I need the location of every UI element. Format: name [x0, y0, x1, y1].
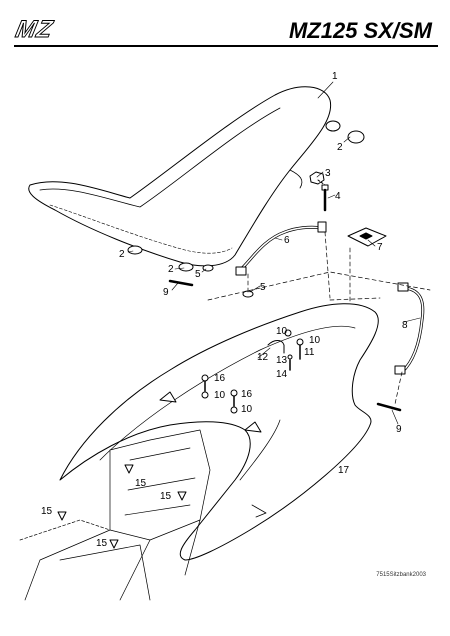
seat-bracket-part	[235, 221, 327, 276]
tail-section-part	[59, 303, 379, 561]
callout-15-c: 15	[41, 506, 53, 517]
callout-13: 13	[276, 355, 288, 366]
callout-10-d: 10	[241, 404, 253, 415]
callout-6: 6	[284, 235, 290, 246]
callout-9-left: 9	[163, 287, 169, 298]
callout-5-left: 5	[195, 269, 201, 280]
model-title: MZ125 SX/SM	[288, 18, 432, 43]
callout-2-left: 2	[119, 249, 125, 260]
callout-14: 14	[276, 369, 288, 380]
callout-12: 12	[257, 352, 269, 363]
assembly-lines	[207, 231, 431, 405]
grab-handle-part	[394, 282, 425, 375]
callout-17: 17	[338, 465, 350, 476]
callout-5-right: 5	[260, 282, 266, 293]
callout-9-right: 9	[396, 424, 402, 435]
callout-1: 1	[332, 71, 338, 82]
callout-15-b: 15	[160, 491, 172, 502]
drawing-code: 7515Sitzbank2003	[376, 572, 426, 578]
callout-15-d: 15	[96, 538, 108, 549]
small-hardware-parts	[57, 329, 304, 549]
callout-3: 3	[325, 168, 331, 179]
seat-bolt-parts	[309, 171, 329, 212]
callout-labels: 1 2 3 4 2 2 5 9 6 5 7 8 10 10 12 11 13 1…	[41, 71, 408, 549]
bolt-parts	[168, 279, 402, 412]
callout-11: 11	[304, 347, 315, 358]
header-rule	[14, 45, 438, 47]
subframe-outline	[19, 429, 211, 601]
seat-latch-part	[347, 227, 387, 247]
callout-16-b: 16	[241, 389, 253, 400]
callout-15-a: 15	[135, 478, 147, 489]
callout-10-a: 10	[276, 326, 288, 337]
callout-2-lower: 2	[168, 264, 174, 275]
seat-part	[28, 86, 332, 267]
rubber-bumper-parts	[127, 120, 365, 272]
callout-10-b: 10	[309, 335, 321, 346]
callout-8: 8	[402, 320, 408, 331]
callout-2-upper: 2	[337, 142, 343, 153]
callout-7: 7	[377, 242, 383, 253]
callout-leader-lines	[127, 81, 421, 425]
callout-10-c: 10	[214, 390, 226, 401]
callout-4: 4	[335, 191, 341, 202]
callout-16-a: 16	[214, 373, 226, 384]
